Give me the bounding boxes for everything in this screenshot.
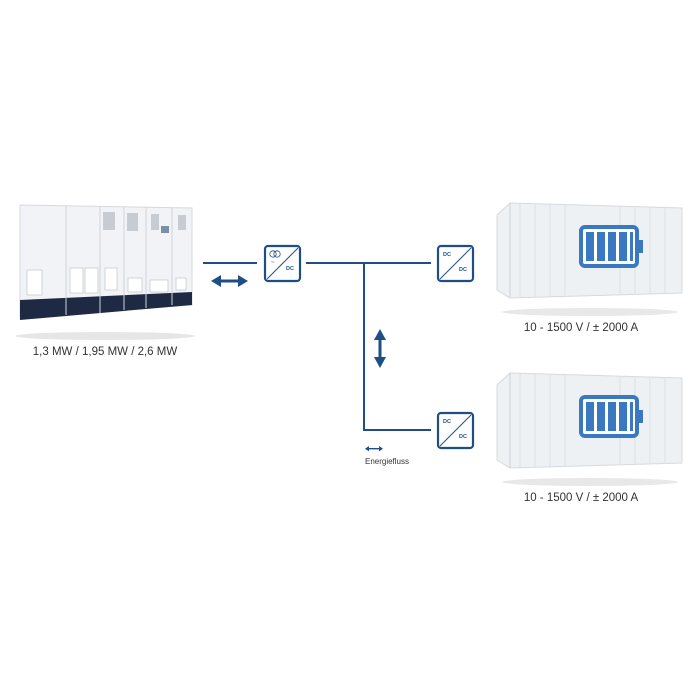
dc-dc-converter-icon-2: DC DC [436,411,475,450]
dc-label: DC [459,434,467,440]
power-lines [203,262,431,431]
dc-label: DC [443,252,451,258]
inverter-cabinet [15,204,195,340]
ac-dc-converter-icon: ~ DC [263,244,302,283]
battery-container-1 [496,202,683,316]
energy-flow-arrow-vertical [374,329,386,368]
legend-label: Energiefluss [364,457,410,466]
inverter-rating-label: 1,3 MW / 1,95 MW / 2,6 MW [32,346,178,358]
dc-dc-converter-icon-1: DC DC [436,244,475,283]
storage-rating-label-2: 10 - 1500 V / ± 2000 A [523,492,639,504]
dc-label: DC [286,266,294,272]
energy-flow-arrow-horizontal [211,275,248,287]
dc-label: DC [443,419,451,425]
storage-rating-label-1: 10 - 1500 V / ± 2000 A [523,322,639,334]
dc-label: DC [459,267,467,273]
battery-container-2 [496,372,683,486]
legend-arrow-icon [365,446,383,452]
ac-label: ~ [271,260,275,266]
